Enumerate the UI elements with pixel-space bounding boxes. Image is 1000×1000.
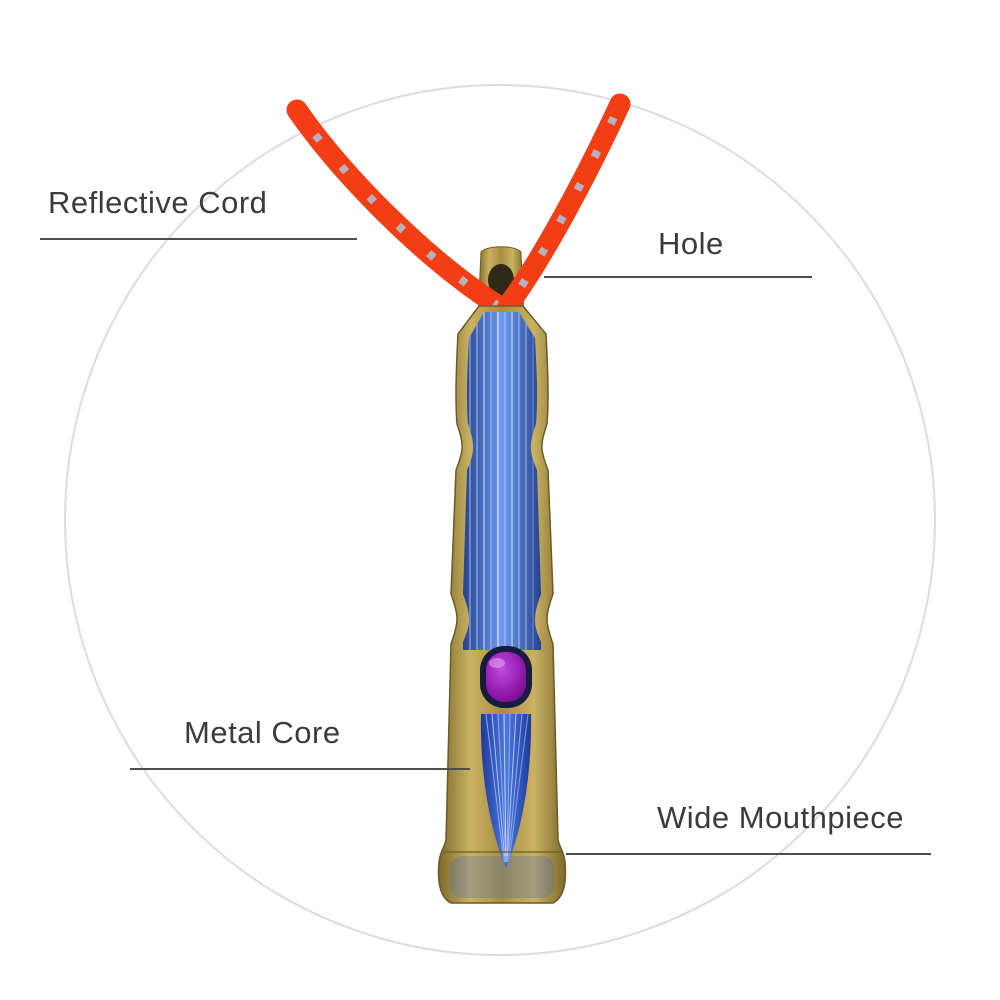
- mouthpiece-sheen: [450, 856, 554, 898]
- label-wide-mouthpiece: Wide Mouthpiece: [657, 800, 905, 835]
- label-reflective-cord: Reflective Cord: [48, 185, 268, 220]
- core-leaf-lines: [485, 714, 529, 863]
- whistle-blue-face: [463, 312, 541, 650]
- cord-right: [498, 93, 631, 315]
- label-hole: Hole: [658, 226, 724, 261]
- cord-left: [286, 99, 508, 316]
- background-circle: [64, 84, 936, 956]
- sound-hole-highlight: [489, 658, 505, 668]
- label-metal-core: Metal Core: [184, 715, 341, 750]
- cord-right-flecks: [505, 102, 624, 307]
- lanyard-hole: [488, 264, 514, 296]
- whistle-ridges: [469, 312, 534, 650]
